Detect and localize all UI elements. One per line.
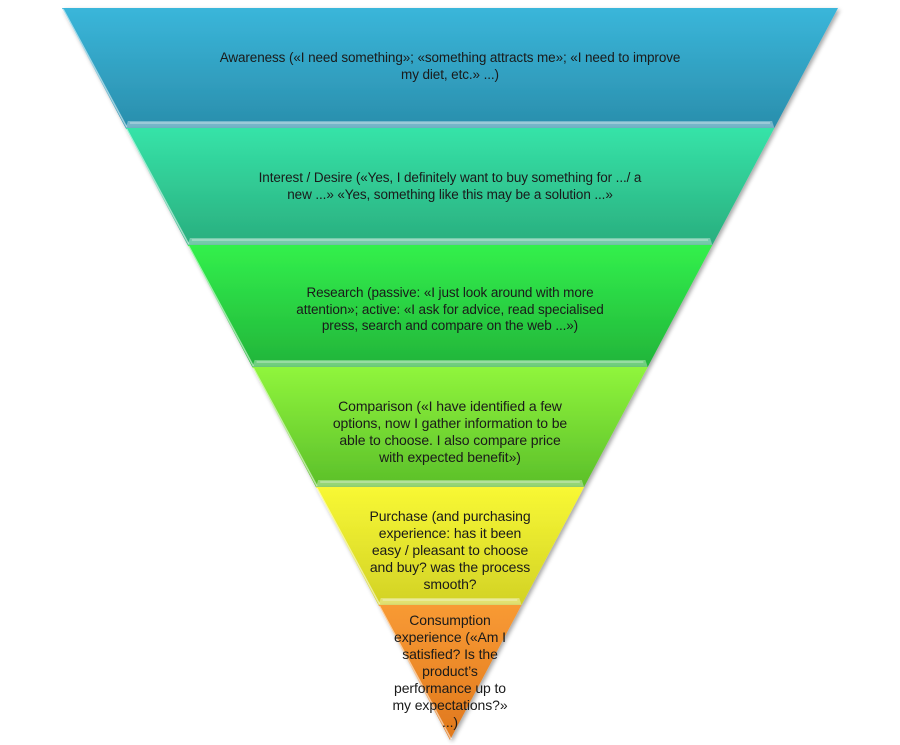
stage-label-line: Comparison («I have identified a few [338, 398, 562, 414]
funnel-layer-shape [378, 605, 522, 740]
stage-label-line: Consumption [409, 612, 491, 628]
funnel-layer-interest-desire [125, 128, 775, 245]
layer-bevel [252, 360, 648, 367]
stage-label-line: press, search and compare on the web ...… [321, 318, 579, 333]
layer-edge-highlight [252, 367, 318, 487]
funnel-layer-consumption [378, 605, 522, 740]
stage-label-line: Awareness («I need something»; «somethin… [219, 50, 681, 65]
stage-label-line: performance up to [394, 680, 506, 696]
funnel-layer-research [187, 245, 713, 367]
stage-label-line: ...) [442, 714, 458, 730]
stage-label-line: my expectations?» [392, 697, 508, 713]
stage-label-awareness: Awareness («I need something»; «somethin… [190, 50, 710, 83]
stage-label-line: able to choose. I also compare price [339, 432, 561, 448]
layer-bevel [378, 598, 522, 605]
stage-label-line: new ...» «Yes, something like this may b… [287, 186, 613, 202]
layer-edge-highlight [378, 605, 452, 740]
stage-label-line: satisfied? Is the [402, 646, 498, 662]
layer-edge-highlight [187, 245, 254, 367]
funnel-layer-awareness [62, 8, 838, 128]
layer-edge-highlight [316, 487, 381, 605]
funnel-layer-shape [315, 487, 585, 605]
funnel-layer-shape [252, 367, 648, 487]
layer-edge-highlight [62, 8, 128, 128]
funnel-layer-comparison [252, 367, 648, 487]
layer-bevel [187, 238, 713, 245]
stage-label-line: smooth? [423, 576, 477, 592]
layer-bevel [315, 480, 585, 487]
stage-label-line: product’s [422, 663, 478, 679]
stage-label-line: experience: has it been [378, 525, 522, 541]
funnel-layer-shape [125, 128, 775, 245]
funnel-layer-shape [62, 8, 838, 128]
stage-label-interest-desire: Interest / Desire («Yes, I definitely wa… [230, 170, 670, 203]
stage-label-line: experience («Am I [394, 629, 506, 645]
stage-label-line: and buy? was the process [369, 559, 531, 575]
stage-label-research: Research (passive: «I just look around w… [270, 285, 630, 335]
funnel-layer-shape [187, 245, 713, 367]
layer-edge-highlight [125, 128, 190, 245]
stage-label-line: my diet, etc.» ...) [401, 66, 499, 82]
stage-label-line: options, now I gather information to be [332, 415, 568, 431]
stage-label-line: easy / pleasant to choose [371, 542, 529, 558]
stage-label-line: Research (passive: «I just look around w… [306, 285, 594, 300]
stage-label-line: attention»; active: «I ask for advice, r… [296, 301, 604, 317]
stage-label-line: with expected benefit») [379, 449, 521, 465]
stage-label-line: Interest / Desire («Yes, I definitely wa… [258, 170, 642, 185]
funnel-layer-purchase [315, 487, 585, 605]
stage-label-line: Purchase (and purchasing [369, 508, 531, 524]
layer-bevel [125, 121, 775, 128]
